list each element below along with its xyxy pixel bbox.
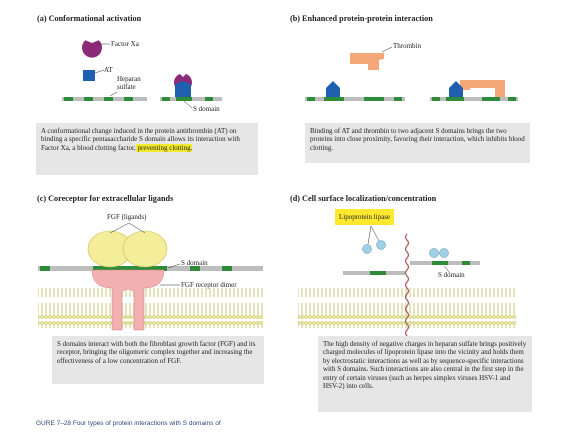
panel-c-caption: S domains interact with both the fibrobl… bbox=[52, 336, 264, 384]
panel-c-artwork bbox=[38, 222, 263, 331]
lipoprotein-lipase-label: Lipoprotein lipase bbox=[335, 209, 395, 225]
lipase-bound bbox=[429, 248, 439, 258]
thrombin-label: Thrombin bbox=[393, 42, 421, 50]
membrane-c bbox=[38, 288, 263, 328]
heparan-chain-b-right bbox=[430, 97, 518, 101]
panel-a-artwork bbox=[62, 40, 222, 109]
heparan-label-2: sulfate bbox=[117, 83, 136, 91]
heparan-label-1: Heparan bbox=[117, 75, 141, 83]
figure-caption: GURE 7–28 Four types of protein interact… bbox=[36, 420, 221, 427]
s-domain-label-a: S domain bbox=[193, 105, 220, 113]
panel-a-caption-highlight: preventing clotting. bbox=[135, 143, 193, 152]
antithrombin-b-bound-shape bbox=[449, 81, 463, 97]
panel-d-artwork bbox=[298, 225, 516, 379]
thrombin-shape bbox=[350, 53, 384, 70]
panel-b-artwork bbox=[305, 46, 518, 101]
heparan-chain-b-left bbox=[305, 97, 405, 101]
panel-a-caption-text: A conformational change induced in the p… bbox=[41, 127, 240, 152]
panel-a-title: (a) Conformational activation bbox=[37, 14, 142, 23]
panel-d-caption: The high density of negative charges in … bbox=[318, 336, 532, 412]
factor-xa-label: Factor Xa bbox=[111, 40, 139, 48]
at-label: AT bbox=[104, 66, 113, 74]
panel-a-caption: A conformational change induced in the p… bbox=[36, 123, 258, 175]
lipase-bound bbox=[439, 248, 449, 258]
antithrombin-shape bbox=[83, 70, 95, 81]
s-domain-label-d: S domain bbox=[438, 271, 465, 279]
panel-b-caption: Binding of AT and thrombin to two adjace… bbox=[305, 123, 530, 163]
panel-b-title: (b) Enhanced protein-protein interaction bbox=[290, 14, 433, 23]
panel-c-title: (c) Coreceptor for extracellular ligands bbox=[37, 194, 174, 203]
fgf-ligand-right bbox=[122, 230, 168, 268]
antithrombin-b-shape bbox=[326, 81, 340, 97]
fgf-label: FGF (ligands) bbox=[107, 213, 147, 221]
s-domain-label-c: S domain bbox=[181, 259, 208, 267]
lipase-molecule bbox=[362, 244, 372, 254]
fgf-receptor-dimer bbox=[91, 269, 165, 331]
panel-d-title: (d) Cell surface localization/concentrat… bbox=[290, 194, 437, 203]
lipase-molecule bbox=[376, 240, 386, 250]
factor-xa-shape bbox=[82, 40, 102, 58]
thrombin-bound-shape bbox=[460, 80, 505, 97]
receptor-label: FGF receptor dimer bbox=[181, 281, 237, 289]
antithrombin-bound-shape bbox=[175, 81, 191, 97]
